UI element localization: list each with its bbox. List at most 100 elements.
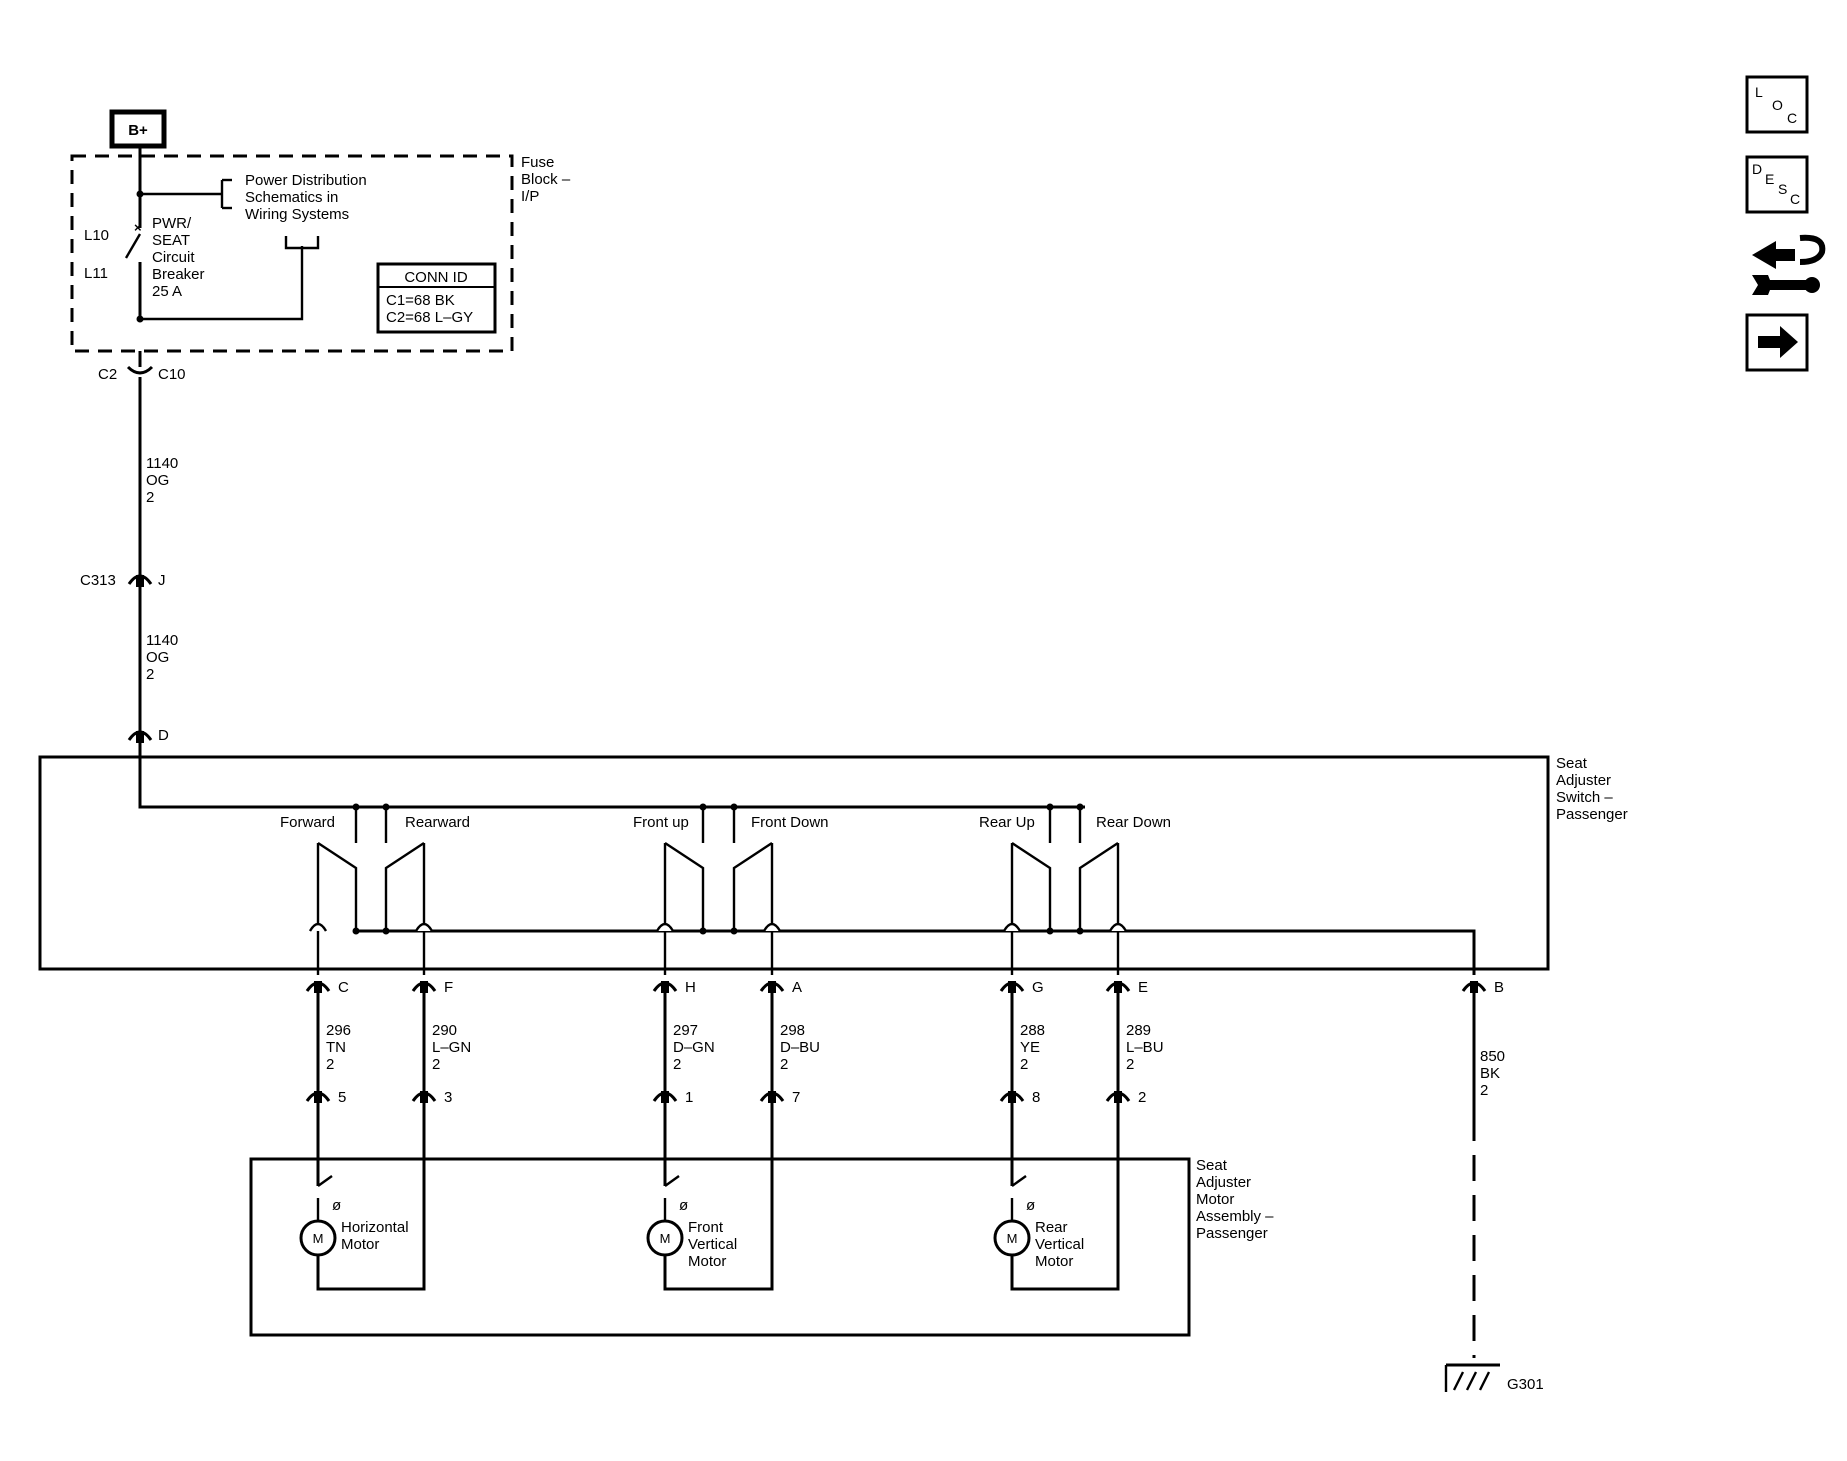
connector-c2-c10: C2 C10 [98,365,186,740]
svg-text:L10: L10 [84,227,109,244]
switch-top-bus [138,743,1085,809]
location-button[interactable]: L O C [1745,75,1809,134]
motor-label: Motor [341,1236,379,1253]
label-front-down: Front Down [751,814,829,831]
switch-pair-2 [655,803,782,975]
label-rear-up: Rear Up [979,814,1035,831]
svg-text:Breaker: Breaker [152,266,205,283]
motor-pin-label: 5 [338,1089,346,1106]
svg-text:M: M [313,1231,324,1246]
svg-text:Wiring Systems: Wiring Systems [245,206,349,223]
motor-pin-label: 3 [444,1089,452,1106]
svg-text:E: E [1765,171,1774,187]
wire-label: 298 [780,1022,805,1039]
wire-label: TN [326,1039,346,1056]
svg-text:J: J [158,572,166,589]
switch-pin-label: E [1138,979,1148,996]
svg-text:L: L [1755,84,1763,100]
switch-pin-label: H [685,979,696,996]
battery-label: B+ [128,122,148,139]
svg-text:Power Distribution: Power Distribution [245,172,367,189]
motor-pin-label: 7 [792,1089,800,1106]
pds-note: Power Distribution Schematics in Wiring … [245,172,367,223]
conn-id-box: CONN ID C1=68 BK C2=68 L–GY [376,262,497,334]
label-front-up: Front up [633,814,689,831]
wire-label: D–GN [673,1039,715,1056]
wire-label: 297 [673,1022,698,1039]
svg-text:S: S [1778,181,1787,197]
motor-label: Motor [1035,1253,1073,1270]
motor-pin-label: 8 [1032,1089,1040,1106]
svg-text:D: D [1752,161,1762,177]
seat-adjuster-switch-box [38,755,1550,971]
connector-d: D [127,727,169,744]
motor-pin-label: 1 [685,1089,693,1106]
diagnostics-wrench-icon[interactable] [1752,234,1826,295]
wire-label: 2 [432,1056,440,1073]
wire-label: 289 [1126,1022,1151,1039]
motor-label: Motor [688,1253,726,1270]
svg-text:Passenger: Passenger [1556,806,1628,823]
svg-text:D: D [158,727,169,744]
label-forward: Forward [280,814,335,831]
svg-text:Seat: Seat [1196,1157,1228,1174]
svg-text:SEAT: SEAT [152,232,190,249]
motor-label: Vertical [1035,1236,1084,1253]
svg-text:PWR/: PWR/ [152,215,192,232]
svg-text:O: O [1772,97,1783,113]
svg-text:C1=68 BK: C1=68 BK [386,292,455,309]
wire-1140-upper-label: 1140 OG 2 [146,455,178,506]
svg-text:1140: 1140 [146,455,178,472]
svg-text:ø: ø [679,1197,688,1214]
seat-adjuster-switch-label: Seat Adjuster Switch – Passenger [1556,755,1628,823]
label-rear-down: Rear Down [1096,814,1171,831]
switch-pair-1 [308,803,434,975]
description-button[interactable]: D E S C [1745,155,1809,214]
wire-label: 296 [326,1022,351,1039]
breaker-pin-labels: L10 L11 [84,227,109,282]
svg-text:Passenger: Passenger [1196,1225,1268,1242]
switch-pin-label: A [792,979,802,996]
svg-text:×: × [134,220,142,235]
wire-label: YE [1020,1039,1040,1056]
motor-assembly-box [249,1157,1191,1337]
svg-text:OG: OG [146,649,169,666]
right-arrow-icon [1758,326,1798,358]
svg-text:C2=68 L–GY: C2=68 L–GY [386,309,473,326]
motor-pin-label: 2 [1138,1089,1146,1106]
svg-text:2: 2 [146,489,154,506]
svg-text:ø: ø [332,1197,341,1214]
wire-label: 288 [1020,1022,1045,1039]
next-arrow-button[interactable] [1745,313,1809,372]
wire-label: L–GN [432,1039,471,1056]
svg-text:C10: C10 [158,366,186,383]
switch-pin-label: G [1032,979,1044,996]
motor-label: Horizontal [341,1219,409,1236]
wire-label: 2 [326,1056,334,1073]
breaker-label: PWR/ SEAT Circuit Breaker 25 A [152,215,205,300]
svg-text:OG: OG [146,472,169,489]
wire-label: 2 [1126,1056,1134,1073]
svg-text:Assembly –: Assembly – [1196,1208,1274,1225]
pds-bracket-bottom [284,236,320,250]
svg-text:850: 850 [1480,1048,1505,1065]
switch-pin-label: C [338,979,349,996]
wire-label: 2 [780,1056,788,1073]
svg-text:C2: C2 [98,366,117,383]
svg-text:Circuit: Circuit [152,249,195,266]
connector-c313: C313 J [80,572,166,589]
wire-label: L–BU [1126,1039,1164,1056]
svg-text:CONN ID: CONN ID [404,269,468,286]
svg-text:M: M [660,1231,671,1246]
svg-text:Seat: Seat [1556,755,1588,772]
svg-text:Adjuster: Adjuster [1556,772,1611,789]
ground-label: G301 [1507,1376,1544,1393]
pds-return-wire [140,246,304,321]
svg-text:25 A: 25 A [152,283,182,300]
